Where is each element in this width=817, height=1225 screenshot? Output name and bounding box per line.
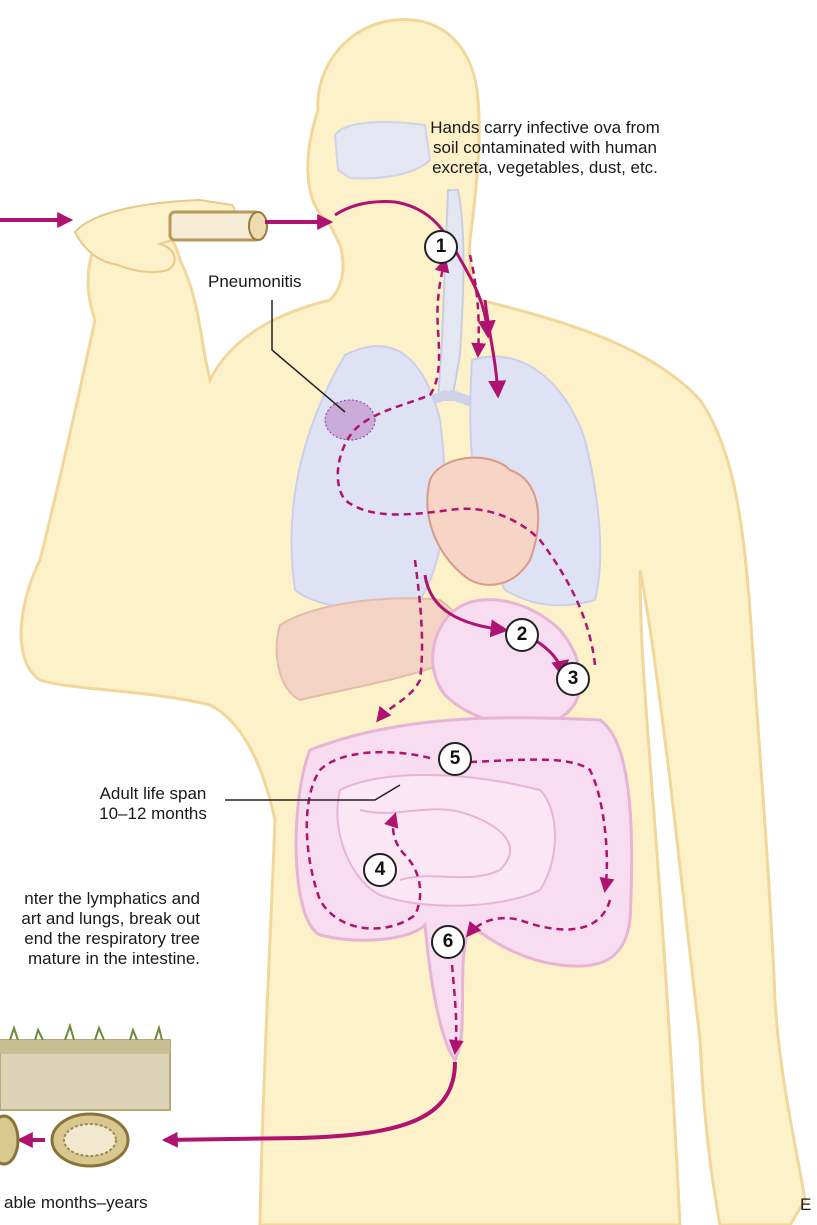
adult-life-span-line: Adult life span [78, 784, 228, 804]
adult-life-span-label: Adult life span 10–12 months [78, 784, 228, 824]
stage-marker-3: 3 [556, 662, 590, 696]
soil-clump-icon [170, 212, 260, 240]
stage-marker-5: 5 [438, 742, 472, 776]
adult-life-span-line: 10–12 months [78, 804, 228, 824]
larvae-route-line: end the respiratory tree [0, 929, 200, 949]
ova-source-line: excreta, vegetables, dust, etc. [420, 158, 670, 178]
stage-marker-1: 1 [424, 230, 458, 264]
larvae-route-line: nter the lymphatics and [0, 889, 200, 909]
corner-letter: E [800, 1195, 811, 1215]
stage-marker-6: 6 [431, 925, 465, 959]
ovum-partial-icon [0, 1116, 18, 1164]
ova-viable-label: able months–years [4, 1193, 148, 1213]
stage-marker-4: 4 [363, 853, 397, 887]
small-intestine [337, 775, 555, 906]
pneumonitis-label: Pneumonitis [208, 272, 302, 292]
ova-source-line: soil contaminated with human [420, 138, 670, 158]
ova-source-line: Hands carry infective ova from [420, 118, 670, 138]
ovum-icon [52, 1114, 128, 1166]
nasal-cavity [335, 122, 430, 178]
larvae-route-line: mature in the intestine. [0, 949, 200, 969]
soil-cross-section-icon [0, 1026, 170, 1110]
larvae-route-line: art and lungs, break out [0, 909, 200, 929]
stage-marker-2: 2 [505, 618, 539, 652]
larvae-route-label: nter the lymphatics and art and lungs, b… [0, 889, 200, 969]
ova-source-label: Hands carry infective ova from soil cont… [420, 118, 670, 178]
